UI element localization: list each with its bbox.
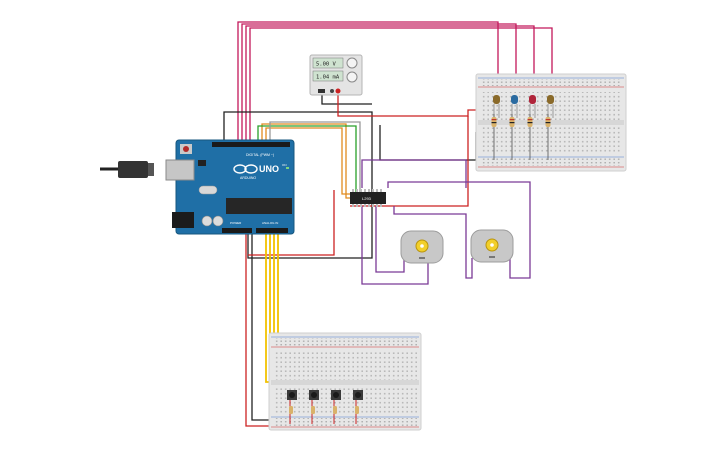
resistor-top-3[interactable] (527, 114, 533, 160)
wire-purple-m1a[interactable] (361, 159, 467, 188)
on-led (286, 167, 289, 169)
arduino-uno[interactable]: UNO ARDUINO DIGITAL (PWM ~) POWER ANALOG… (100, 139, 295, 235)
wire-magenta-3[interactable] (245, 25, 535, 140)
power-header[interactable] (222, 228, 252, 233)
wire-black-bb-top[interactable] (379, 125, 477, 161)
pushbutton-4[interactable] (353, 390, 363, 424)
wire-purple-m2b[interactable] (393, 206, 473, 279)
wire-purple-m1c[interactable] (361, 206, 429, 285)
wire-orange-2[interactable] (265, 127, 352, 195)
wire-black-gnd-top[interactable] (223, 111, 373, 259)
current-display (312, 70, 344, 82)
digital-header[interactable] (212, 142, 290, 147)
power-header-label: POWER (230, 221, 242, 225)
usb-port (165, 159, 195, 181)
board-brand-label: ARDUINO (240, 176, 256, 180)
board-model-label: UNO (259, 164, 279, 174)
wire-orange-1[interactable] (261, 123, 352, 199)
wire-green-1[interactable] (257, 125, 357, 194)
resistor-top-1[interactable] (491, 114, 497, 160)
dc-motor-1[interactable] (400, 230, 444, 264)
analog-header[interactable] (256, 228, 288, 233)
atmega-chip (226, 198, 292, 214)
supply-terminal-gnd[interactable] (318, 89, 325, 93)
current-readout: 1.04 mA (316, 75, 340, 81)
pushbutton-3[interactable] (331, 390, 341, 424)
wire-red-vin[interactable] (248, 190, 335, 256)
resistor-group-top (491, 114, 551, 160)
on-led-label: ON (282, 163, 287, 167)
pushbutton-2[interactable] (309, 390, 319, 424)
dc-motor-2[interactable] (470, 229, 514, 263)
led-group (493, 95, 554, 118)
led-3-body (529, 95, 536, 104)
power-supply[interactable]: 5.00 V 1.04 mA (309, 54, 363, 96)
power-jack (172, 212, 194, 228)
usb-plug (118, 161, 148, 178)
led-1-body (493, 95, 500, 104)
wire-black-supply[interactable] (321, 92, 372, 105)
wire-red-5v[interactable] (245, 232, 270, 427)
analog-header-label: ANALOG IN (262, 221, 278, 225)
capacitor-1 (201, 215, 213, 227)
regulator (198, 160, 206, 166)
wire-purple-m1b[interactable] (375, 206, 405, 273)
digital-header-label: DIGITAL (PWM ~) (246, 153, 274, 157)
breadboard-bottom[interactable] (268, 332, 422, 431)
arduino-logo-icon (233, 164, 258, 174)
wire-magenta-2[interactable] (241, 23, 517, 140)
current-knob[interactable] (346, 71, 358, 83)
supply-terminal-plus[interactable] (335, 88, 341, 94)
wire-magenta-4[interactable] (249, 27, 553, 140)
pushbutton-1[interactable] (287, 390, 297, 424)
pushbutton-group (287, 390, 363, 424)
led-2-body (511, 95, 518, 104)
wire-gray-1[interactable] (269, 121, 361, 194)
voltage-display (312, 57, 344, 69)
supply-terminal-com[interactable] (330, 89, 334, 93)
wire-black-bb-bottom[interactable] (251, 232, 270, 421)
crystal (198, 185, 218, 195)
resistor-top-4[interactable] (545, 114, 551, 160)
capacitor-2 (212, 215, 224, 227)
voltage-knob[interactable] (346, 57, 358, 69)
voltage-readout: 5.00 V (316, 62, 337, 68)
wire-purple-m2a[interactable] (387, 181, 531, 279)
motor-driver-chip[interactable]: L293 (350, 189, 386, 207)
breadboard-top[interactable] (475, 73, 627, 172)
driver-chip-label: L293 (362, 196, 372, 201)
led-4-body (547, 95, 554, 104)
resistor-top-2[interactable] (509, 114, 515, 160)
wire-magenta-1[interactable] (237, 21, 499, 140)
wire-red-chip[interactable] (350, 116, 469, 207)
